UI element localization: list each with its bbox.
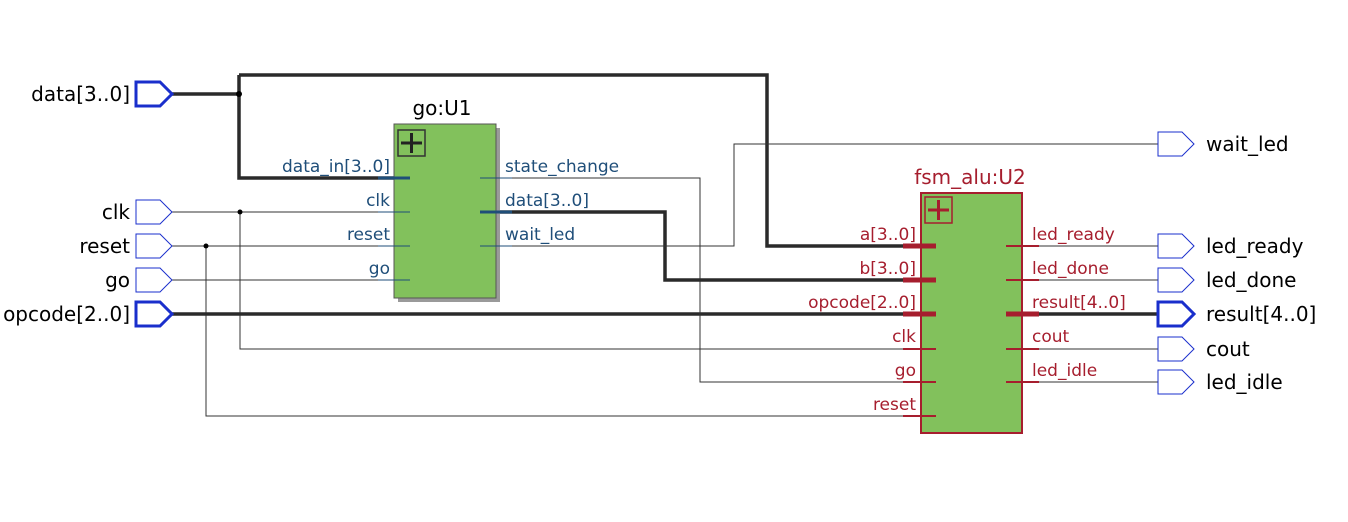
block-go-u1[interactable]: go:U1 data_in[3..0] clk reset go state_c… — [282, 96, 619, 302]
output-port-led-ready-label: led_ready — [1206, 234, 1304, 258]
output-port-result[interactable]: result[4..0] — [1156, 300, 1316, 328]
input-port-go-label: go — [105, 268, 130, 292]
output-port-result-label: result[4..0] — [1206, 302, 1316, 326]
u1-pin-reset: reset — [347, 225, 390, 245]
input-port-data-label: data[3..0] — [31, 82, 130, 106]
plus-icon[interactable] — [397, 129, 426, 157]
output-port-led-idle-label: led_idle — [1206, 370, 1283, 394]
u2-pin-led-idle: led_idle — [1032, 361, 1097, 381]
output-port-led-ready[interactable]: led_ready — [1157, 233, 1304, 259]
input-port-go[interactable]: go — [105, 267, 173, 293]
u2-pin-opcode: opcode[2..0] — [808, 293, 916, 313]
u2-pin-result: result[4..0] — [1032, 293, 1126, 313]
u1-pin-clk: clk — [366, 191, 390, 211]
wire-data-bus[interactable] — [172, 92, 410, 180]
block-fsm-alu-u2[interactable]: fsm_alu:U2 a[3..0] b[3..0] opcode[2..0] … — [808, 165, 1126, 434]
input-port-clk[interactable]: clk — [102, 199, 173, 225]
u1-pin-go: go — [369, 259, 390, 279]
u1-pin-data-in: data_in[3..0] — [282, 157, 390, 177]
output-port-wait-led-label: wait_led — [1206, 132, 1289, 156]
output-port-led-done[interactable]: led_done — [1157, 267, 1296, 293]
wire-wait-led[interactable] — [480, 143, 1158, 247]
u2-pin-reset: reset — [873, 395, 916, 415]
block-body — [920, 192, 1023, 434]
input-port-opcode[interactable]: opcode[2..0] — [3, 300, 175, 328]
block-title: go:U1 — [412, 96, 471, 120]
u2-pin-a: a[3..0] — [860, 225, 916, 245]
input-port-clk-label: clk — [102, 200, 131, 224]
u2-pin-cout: cout — [1032, 327, 1070, 347]
u1-pin-state-change: state_change — [505, 157, 619, 177]
block-body — [393, 123, 497, 299]
u2-pin-led-ready: led_ready — [1032, 225, 1115, 245]
block-title: fsm_alu:U2 — [914, 165, 1026, 189]
u2-pin-b: b[3..0] — [860, 259, 917, 279]
output-port-cout-label: cout — [1206, 337, 1250, 361]
junction-dot — [236, 91, 242, 97]
input-port-opcode-label: opcode[2..0] — [3, 302, 130, 326]
output-port-cout[interactable]: cout — [1157, 336, 1250, 362]
u2-pin-go: go — [895, 361, 916, 381]
u1-pin-wait-led: wait_led — [505, 225, 575, 245]
wire-clk-to-u2[interactable] — [239, 212, 920, 350]
wire-data-to-a[interactable] — [239, 73, 920, 248]
u2-pin-clk: clk — [892, 327, 916, 347]
input-port-data[interactable]: data[3..0] — [31, 80, 175, 108]
u2-pin-led-done: led_done — [1032, 259, 1109, 279]
output-port-wait-led[interactable]: wait_led — [1157, 131, 1289, 157]
plus-icon[interactable] — [924, 196, 953, 224]
output-port-led-done-label: led_done — [1206, 268, 1296, 292]
input-port-reset[interactable]: reset — [79, 233, 173, 259]
junction-dot — [237, 209, 243, 215]
junction-dot — [203, 243, 209, 249]
u1-pin-data-out: data[3..0] — [505, 191, 589, 211]
wire-reset-to-u2[interactable] — [205, 246, 920, 417]
input-port-reset-label: reset — [79, 234, 130, 258]
output-port-led-idle[interactable]: led_idle — [1157, 369, 1283, 395]
